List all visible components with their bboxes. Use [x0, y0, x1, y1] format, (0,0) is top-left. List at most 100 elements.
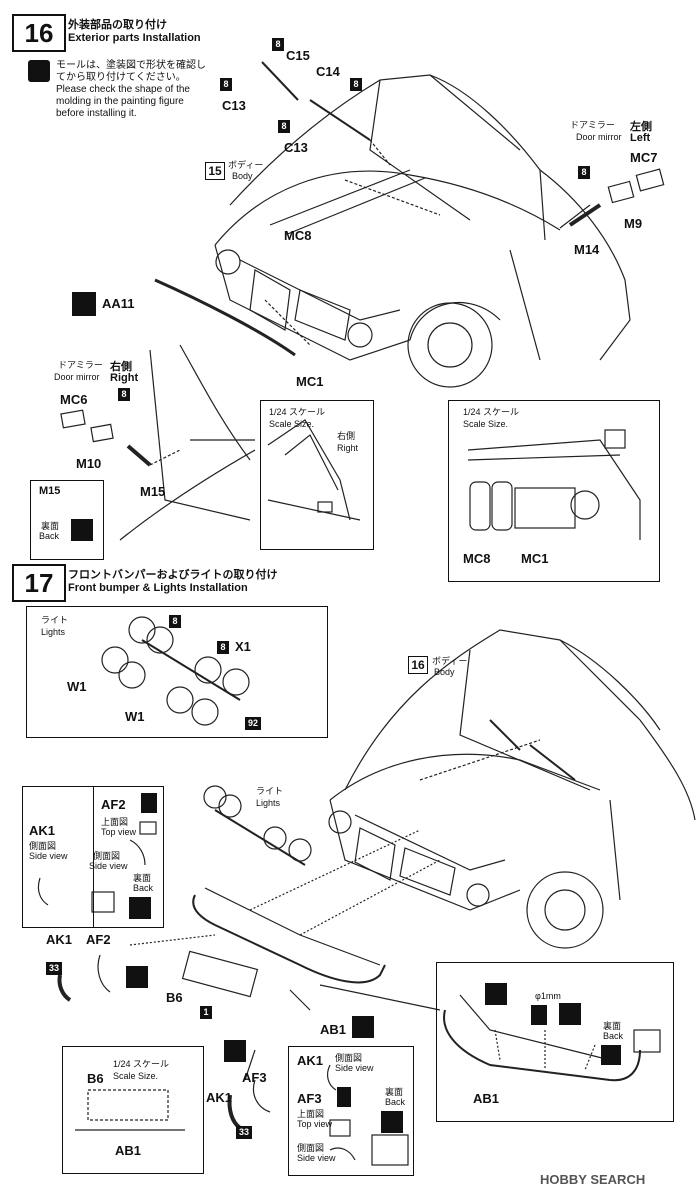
af2-side-en: Side view — [89, 861, 128, 871]
step-16-title-en: Exterior parts Installation — [68, 32, 201, 44]
part-af3: AF3 — [242, 1070, 267, 1085]
glue-icon-bumper-a — [485, 983, 507, 1005]
mirror-right-side-jp: 右側 — [110, 361, 132, 373]
box2-ak1: AK1 — [297, 1053, 324, 1068]
af2-top-en: Top view — [101, 827, 137, 837]
note-en-3: before installing it. — [56, 108, 137, 119]
box2-top-jp: 上面図 — [297, 1109, 325, 1119]
car-body-illustration-16 — [154, 61, 665, 388]
part-m10: M10 — [76, 456, 102, 471]
box2-af3: AF3 — [297, 1091, 322, 1106]
body-jp-17: ボディー — [432, 656, 468, 666]
badge-8-m15: 8 — [118, 388, 130, 401]
badge-1: 1 — [200, 1006, 212, 1019]
part-mc7: MC7 — [630, 150, 658, 165]
box-back-jp: 裏面 — [133, 873, 152, 883]
decal-icon-af2 — [126, 966, 148, 988]
glue-icon — [71, 519, 93, 541]
back-en-16: Back — [39, 531, 60, 541]
scale2-drawing — [467, 429, 641, 540]
scale2-mc1: MC1 — [521, 551, 549, 566]
part-b6: B6 — [166, 990, 183, 1005]
note-jp-2: てから取り付けてください。 — [56, 72, 186, 83]
af2-side-jp: 側面図 — [93, 851, 121, 861]
box2-top-en: Top view — [297, 1119, 333, 1129]
part-ab1-a: AB1 — [320, 1022, 347, 1037]
lights2-drawing — [203, 785, 312, 866]
step-17-title-en: Front bumper & Lights Installation — [68, 582, 248, 594]
bumper-back-jp: 裏面 — [603, 1021, 622, 1031]
glue-icon-af3 — [381, 1111, 403, 1133]
glue-icon-bumper-c — [601, 1045, 621, 1065]
af3-box-drawing — [326, 1064, 409, 1166]
badge-8-c13a: 8 — [220, 78, 232, 91]
mirror-left-jp: ドアミラー — [570, 120, 615, 130]
part-af2-b: AF2 — [86, 932, 111, 947]
glue-icon-af2 — [129, 897, 151, 919]
box2-side2-jp: 側面図 — [297, 1143, 325, 1153]
body-jp-16: ボディー — [228, 160, 264, 170]
af2-top-jp: 上面図 — [101, 817, 129, 827]
box-ak1-side-jp: 側面図 — [29, 841, 57, 851]
scale1-side-jp: 右側 — [337, 431, 356, 441]
part-m9: M9 — [624, 216, 643, 231]
box2-back-en: Back — [385, 1097, 406, 1107]
badge-33-b: 33 — [236, 1126, 252, 1139]
badge-33-a: 33 — [46, 962, 62, 975]
part-w1-a: W1 — [67, 679, 87, 694]
badge-8-lights-b: 8 — [217, 641, 229, 654]
part-mc8: MC8 — [284, 228, 312, 243]
box-back-en: Back — [133, 883, 154, 893]
part-c13-b: C13 — [284, 140, 308, 155]
mirror-right-en: Door mirror — [54, 372, 100, 382]
phi-label: φ1mm — [535, 991, 561, 1001]
body-en-17: Body — [434, 667, 455, 677]
door-illustration-16 — [60, 344, 256, 541]
box-af2: AF2 — [101, 797, 126, 812]
note-jp-1: モールは、塗装図で形状を確認し — [56, 60, 206, 71]
box-ak1-side-en: Side view — [29, 851, 68, 861]
bumper-back-en: Back — [603, 1031, 624, 1041]
note-en-1: Please check the shape of the — [56, 84, 190, 95]
lights-box: ライト Lights 8 8 X1 W1 W1 92 — [26, 606, 328, 738]
mirror-right-jp: ドアミラー — [58, 360, 103, 370]
part-ab1-b: AB1 — [473, 1091, 500, 1106]
paint-icon-af2 — [141, 793, 157, 813]
badge-8-lights-a: 8 — [169, 615, 181, 628]
badge-8-m14: 8 — [578, 166, 590, 179]
badge-8-c13b: 8 — [278, 120, 290, 133]
scale1-jp: 1/24 スケール — [269, 407, 326, 417]
part-c15: C15 — [286, 48, 310, 63]
part-mc1: MC1 — [296, 374, 324, 389]
part-c13-a: C13 — [222, 98, 246, 113]
ak1-af2-box: AK1 側面図 Side view AF2 上面図 Top view 側面図 S… — [22, 786, 164, 928]
mirror-left-side-jp: 左側 — [630, 121, 652, 133]
ak1-af3-box: AK1 側面図 Side view AF3 上面図 Top view 側面図 S… — [288, 1046, 414, 1176]
part-c14: C14 — [316, 64, 340, 79]
box-divider — [93, 787, 94, 927]
drill-icon — [531, 1005, 547, 1025]
scale-b6-en: Scale Size. — [113, 1071, 159, 1081]
lights2-en: Lights — [256, 798, 281, 808]
scale1-side-en: Right — [337, 443, 359, 453]
box-ak1: AK1 — [29, 823, 56, 838]
badge-8-c15: 8 — [272, 38, 284, 51]
scale2-box: 1/24 スケール Scale Size. MC8 MC1 — [448, 400, 660, 582]
molding-note: モールは、塗装図で形状を確認し てから取り付けてください。 Please che… — [56, 60, 206, 120]
decal-icon-ab1 — [352, 1016, 374, 1038]
car-body-illustration-17 — [328, 629, 696, 949]
scale2-mc8: MC8 — [463, 551, 491, 566]
lights-drawing — [101, 616, 250, 726]
badge-92: 92 — [245, 717, 261, 730]
back-jp-16: 裏面 — [41, 521, 60, 531]
scale-b6-label: B6 — [87, 1071, 104, 1086]
glue-icon-bumper-b — [559, 1003, 581, 1025]
note-en-2: molding in the painting figure — [56, 96, 184, 107]
part-aa11: AA11 — [102, 296, 135, 311]
mirror-right-side-en: Right — [110, 372, 139, 384]
scale-b6-drawing — [75, 1089, 185, 1131]
box2-side-jp: 側面図 — [335, 1053, 363, 1063]
scale-b6-jp: 1/24 スケール — [113, 1059, 170, 1069]
scale1-box: 1/24 スケール Scale Size. 右側 Right — [260, 400, 374, 550]
mirror-left-en: Door mirror — [576, 132, 622, 142]
